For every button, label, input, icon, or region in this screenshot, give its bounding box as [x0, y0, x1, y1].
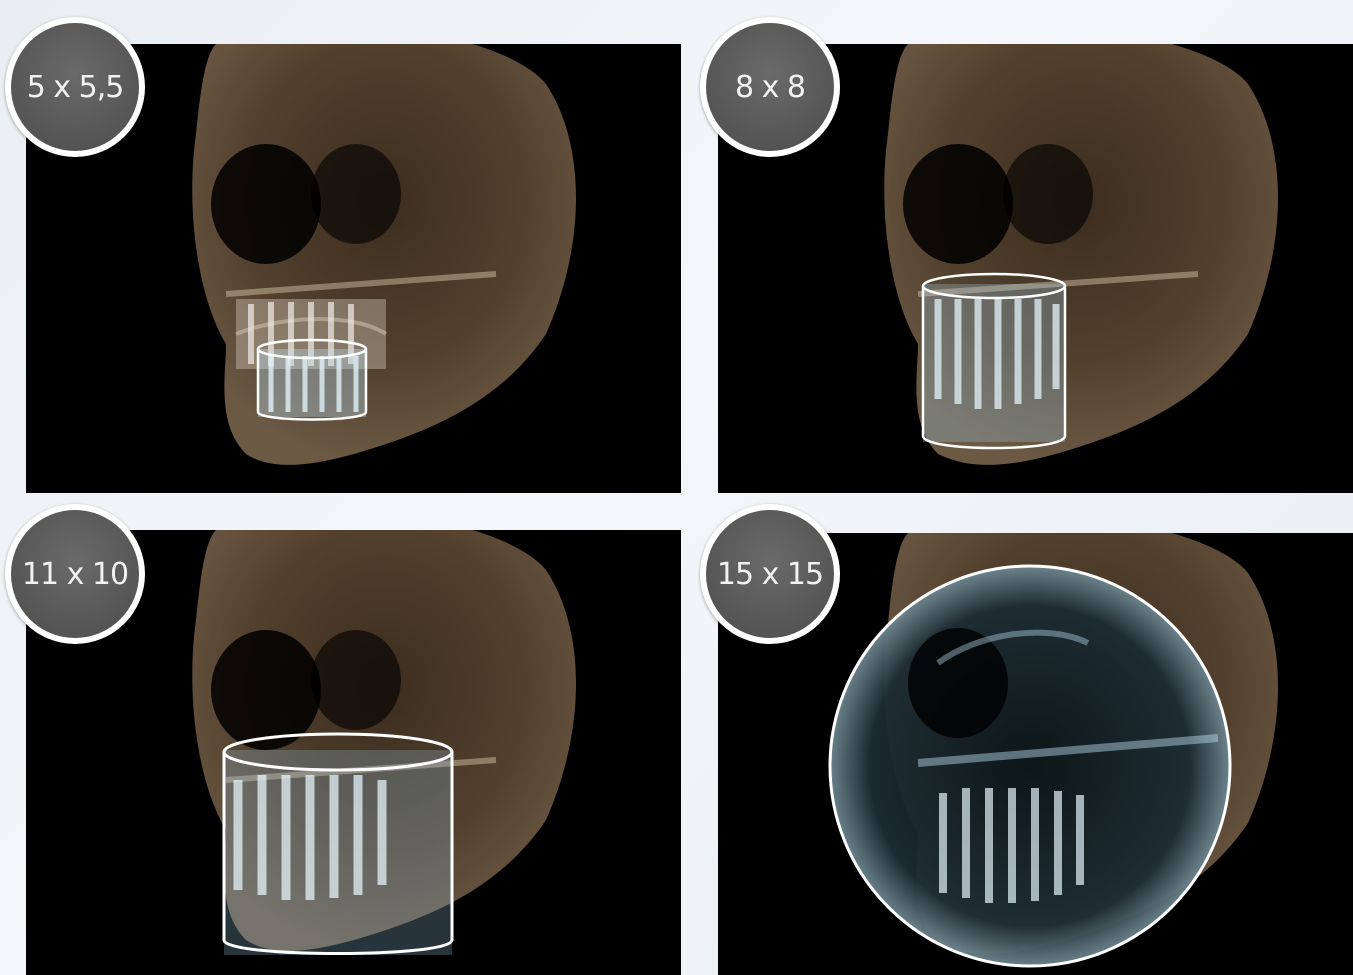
- fov-size-badge: 5 x 5,5: [5, 17, 145, 157]
- fov-cylinder: [224, 734, 452, 955]
- fov-sphere: [830, 566, 1230, 966]
- fov-size-label: 8 x 8: [735, 70, 805, 105]
- fov-cylinder: [258, 340, 366, 420]
- skull-outline: [192, 44, 576, 465]
- fov-size-badge: 11 x 10: [5, 504, 145, 644]
- fov-size-label: 15 x 15: [717, 557, 823, 592]
- fov-size-badge: 8 x 8: [700, 17, 840, 157]
- fov-size-label: 11 x 10: [22, 557, 128, 592]
- fov-size-label: 5 x 5,5: [27, 70, 124, 105]
- fov-cylinder: [923, 274, 1065, 448]
- fov-size-badge: 15 x 15: [700, 504, 840, 644]
